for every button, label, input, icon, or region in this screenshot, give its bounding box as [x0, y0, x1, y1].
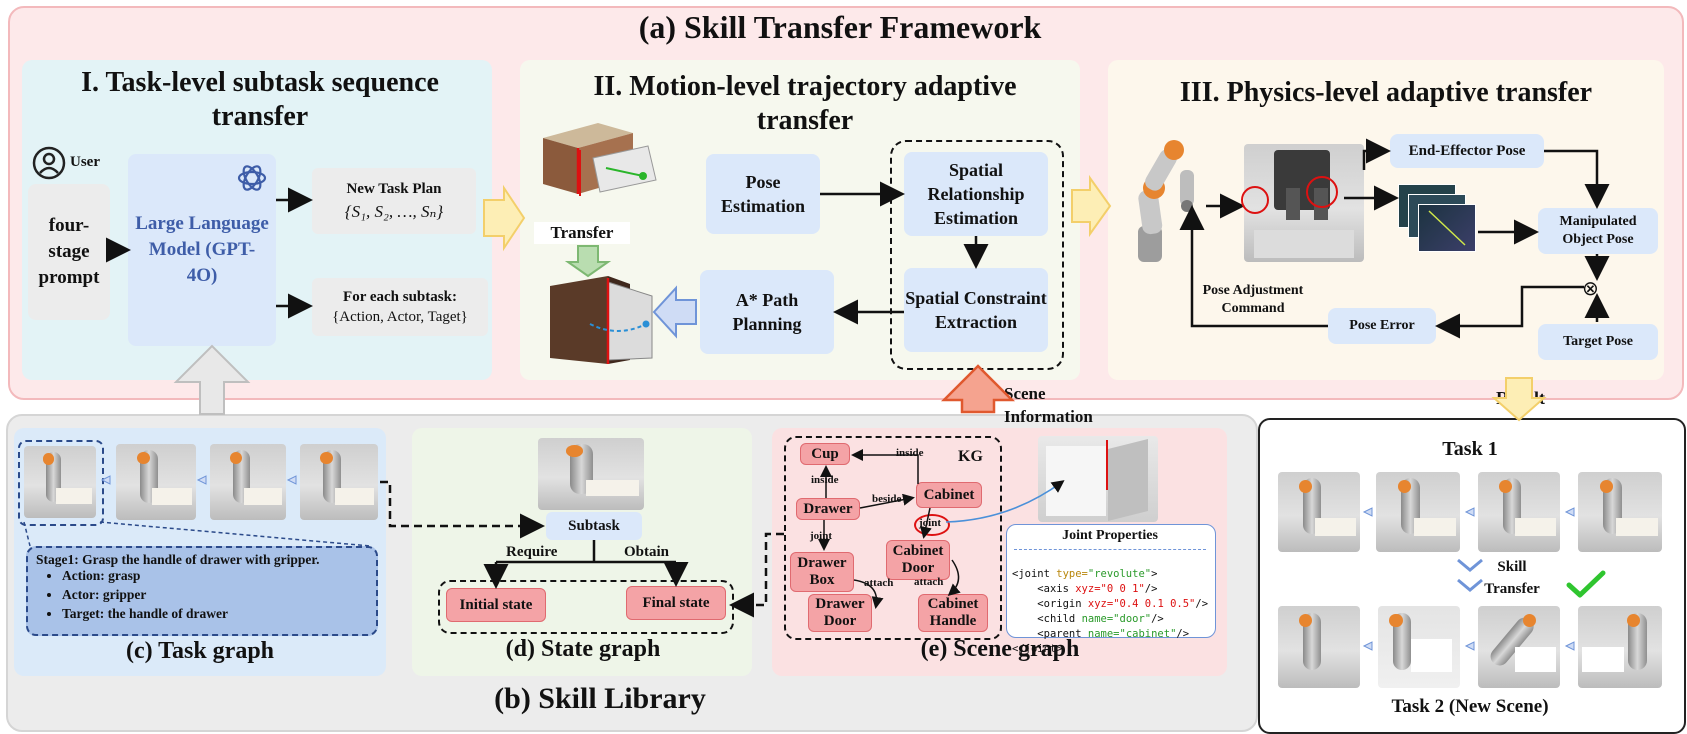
task2-photo-1 [1278, 606, 1360, 688]
stage-bullet-action: Action: grasp [62, 566, 228, 585]
pose-adjust-label: Pose Adjustment Command [1202, 283, 1304, 316]
stage-card [26, 546, 378, 636]
subtask-tuple-title: For each subtask: [343, 288, 457, 305]
kg-dashed-group [784, 436, 1002, 640]
subtask-box: Subtask [546, 512, 642, 540]
gripper-photo [1244, 144, 1364, 262]
prompt-text: four-stage prompt [38, 215, 100, 288]
cabinet-model-image [548, 272, 658, 368]
user-icon [32, 146, 66, 180]
spatial-constraint-box: Spatial Constraint Extraction [904, 268, 1048, 352]
pose-image-stack [1398, 184, 1478, 258]
pose-estimation-text: Pose Estimation [720, 172, 805, 216]
stage-bullets: Action: grasp Actor: gripper Target: the… [36, 566, 228, 623]
subtask-tuple: {Action, Actor, Taget} [332, 308, 468, 325]
openai-logo [236, 162, 268, 194]
task2-photo-4 [1578, 606, 1662, 688]
task2-photo-3 [1478, 606, 1560, 688]
task-photo-4 [300, 444, 378, 520]
new-plan-box: New Task Plan {S₁, S₂, …, Sₙ} [312, 168, 476, 234]
state-graph-title: (d) State graph [505, 636, 661, 662]
node-drawer-door: Drawer Door [808, 594, 872, 632]
task-photo-2 [116, 444, 196, 520]
code-line-5: <parent name="cabinet"/> [1037, 628, 1190, 640]
spatial-constraint-text: Spatial Constraint Extraction [905, 288, 1047, 332]
user-label: User [70, 154, 100, 170]
prompt-box: four-stage prompt [28, 184, 110, 320]
target-pose-text: Target Pose [1563, 334, 1633, 349]
task1-photo-1 [1278, 472, 1360, 552]
edge-inside-1: inside [896, 447, 924, 459]
end-effector-text: End-Effector Pose [1408, 142, 1526, 159]
task1-photo-4 [1578, 472, 1662, 552]
obtain-label: Obtain [624, 544, 670, 560]
task1-photo-2 [1376, 472, 1460, 552]
scene-info-label: Scene Information [1004, 384, 1093, 426]
task-graph-title: (c) Task graph [125, 638, 275, 664]
stage-bullet-actor: Actor: gripper [62, 585, 228, 604]
initial-state-box: Initial state [446, 588, 546, 622]
skill-transfer-label: Skill Transfer [1484, 559, 1540, 597]
section1-title: I. Task-level subtask sequence transfer [81, 67, 439, 132]
manipulated-pose-box: Manipulated Object Pose [1538, 208, 1658, 254]
drawer-model-image [538, 118, 658, 198]
task-photo-3 [210, 444, 286, 520]
edge-attach-1: attach [864, 577, 894, 589]
section2-title: II. Motion-level trajectory adaptive tra… [593, 71, 1017, 136]
subtask-text: Subtask [568, 517, 620, 534]
new-plan-title: New Task Plan [346, 180, 442, 197]
joint-highlight [914, 514, 950, 536]
task1-photo-3 [1478, 472, 1560, 552]
red-check-icon [1566, 570, 1606, 598]
node-drawer-box: Drawer Box [790, 552, 854, 592]
joint-properties-card [1006, 524, 1216, 638]
code-line-3: <origin xyz="0.4 0.1 0.5"/> [1037, 598, 1209, 610]
transfer-label: Transfer [534, 222, 630, 244]
stage-bullet-target: Target: the handle of drawer [62, 604, 228, 623]
target-pose-box: Target Pose [1538, 324, 1658, 360]
code-line-2: <axis xyz="0 0 1"/> [1037, 583, 1158, 595]
manipulated-pose-text: Manipulated Object Pose [1559, 214, 1637, 247]
llm-text: Large Language Model (GPT-4O) [135, 213, 269, 286]
joint-properties-title: Joint Properties [1062, 528, 1158, 543]
spatial-relationship-box: Spatial Relationship Estimation [904, 152, 1048, 236]
task2-photo-2 [1378, 606, 1460, 688]
node-cup: Cup [800, 443, 850, 465]
code-line-4: <child name="door"/> [1037, 613, 1164, 625]
framework-title: (a) Skill Transfer Framework [638, 9, 1042, 45]
task1-title: Task 1 [1442, 438, 1498, 460]
task2-title: Task 2 (New Scene) [1391, 696, 1549, 717]
pose-error-box: Pose Error [1328, 308, 1436, 344]
kg-label: KG [958, 448, 983, 465]
stage-text: Stage1: Grasp the handle of drawer with … [36, 552, 320, 567]
section3-title: III. Physics-level adaptive transfer [1179, 77, 1593, 108]
task-photo-1 [24, 446, 96, 518]
state-photo [538, 438, 644, 510]
pose-error-text: Pose Error [1349, 318, 1415, 333]
end-effector-box: End-Effector Pose [1390, 134, 1544, 168]
task-photo-1-highlight [18, 440, 104, 526]
joint-properties-code: <joint type="revolute"> <axis xyz="0 0 1… [1012, 552, 1208, 657]
edge-inside-2: inside [811, 474, 839, 486]
astar-text: A* Path Planning [732, 290, 802, 334]
joint-properties-divider [1014, 549, 1206, 550]
code-line-1: <joint type="revolute"> [1012, 568, 1158, 580]
node-cabinet-door: Cabinet Door [886, 540, 950, 580]
node-cabinet: Cabinet [916, 482, 982, 508]
new-plan-seq: {S₁, S₂, …, Sₙ} [344, 201, 444, 221]
astar-box: A* Path Planning [700, 270, 834, 354]
node-drawer: Drawer [796, 498, 860, 520]
edge-attach-2: attach [914, 576, 944, 588]
require-label: Require [506, 544, 558, 560]
code-line-6: </joint> [1012, 643, 1063, 655]
pose-estimation-box: Pose Estimation [706, 154, 820, 234]
node-cabinet-handle: Cabinet Handle [918, 594, 988, 632]
subtask-tuple-box: For each subtask: {Action, Actor, Taget} [312, 278, 488, 336]
scene-graph-title: (e) Scene graph [920, 636, 1080, 662]
library-title: (b) Skill Library [494, 682, 706, 715]
spatial-relationship-text: Spatial Relationship Estimation [927, 160, 1025, 228]
